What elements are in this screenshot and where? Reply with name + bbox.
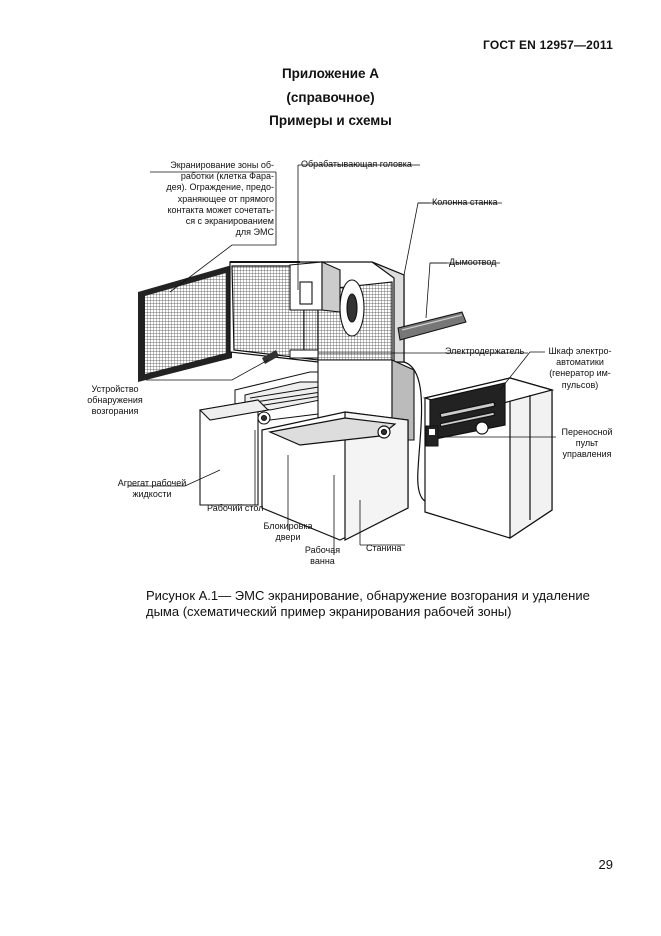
- label-electrode-holder: Электродержатель: [445, 346, 525, 356]
- label-portable-pendant: Переносной пульт управления: [561, 427, 613, 460]
- annex-title: Приложение А: [281, 66, 380, 81]
- standard-designation: ГОСТ EN 12957—2011: [482, 38, 613, 52]
- label-work-tank: Рабочая ванна: [304, 545, 341, 567]
- annex-subtitle: Примеры и схемы: [269, 113, 392, 128]
- label-machine-bed: Станина: [366, 543, 402, 553]
- faraday-cage-door: [138, 265, 232, 382]
- label-machine-column: Колонна станка: [432, 197, 498, 207]
- label-smoke-exhaust: Дымоотвод: [449, 257, 497, 267]
- figure-caption-line-2: дыма (схематический пример экранирования…: [146, 603, 512, 619]
- machine-bed: [261, 411, 409, 541]
- label-fluid-unit: Агрегат рабочей жидкости: [117, 478, 187, 500]
- leader-lines: [128, 164, 556, 555]
- electrode-holder: [289, 310, 319, 359]
- label-shielding: Экранирование зоны об- работки (клетка Ф…: [166, 160, 274, 238]
- fire-detector: [262, 350, 279, 364]
- label-machining-head: Обрабатывающая головка: [301, 159, 412, 169]
- label-work-table: Рабочий стол: [207, 503, 264, 513]
- control-cabinet: [422, 377, 555, 540]
- label-fire-detector: Устройство обнаружения возгорания: [87, 384, 143, 417]
- figure-caption-line-1: Рисунок А.1— ЭМС экранирование, обнаруже…: [146, 588, 590, 603]
- portable-pendant: [425, 425, 439, 447]
- page-number: 29: [598, 857, 613, 872]
- label-door-interlock: Блокировка двери: [263, 521, 313, 543]
- annex-type: (справочное): [286, 90, 375, 105]
- figure-caption: Рисунок А.1— ЭМС экранирование, обнаруже…: [146, 588, 616, 619]
- fluid-unit: [198, 399, 271, 506]
- label-control-cabinet: Шкаф электро- автоматики (генератор им- …: [548, 346, 612, 390]
- smoke-exhaust-pipe: [397, 311, 467, 341]
